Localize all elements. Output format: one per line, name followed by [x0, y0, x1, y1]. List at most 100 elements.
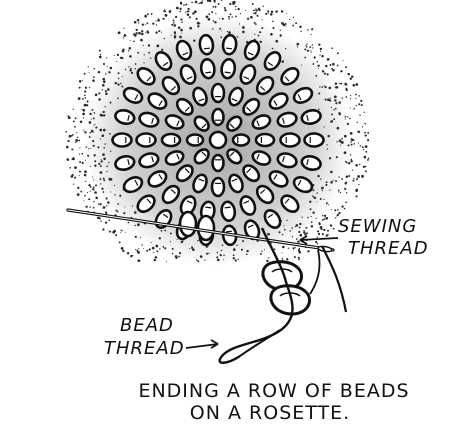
- stipple-dot: [268, 12, 269, 13]
- stipple-dot: [355, 83, 358, 86]
- stipple-dot: [94, 165, 96, 167]
- sewing-thread-label-line2: THREAD: [348, 238, 429, 259]
- stipple-dot: [147, 13, 149, 15]
- stipple-dot: [148, 52, 150, 54]
- stipple-dot: [246, 253, 248, 255]
- stipple-dot: [204, 260, 205, 261]
- stipple-dot: [310, 208, 312, 210]
- stipple-dot: [261, 19, 262, 20]
- stipple-dot: [326, 181, 328, 183]
- stipple-dot: [322, 190, 323, 191]
- stipple-dot: [245, 10, 246, 11]
- stipple-dot: [217, 259, 220, 262]
- stipple-dot: [178, 256, 180, 258]
- stipple-dot: [306, 46, 308, 48]
- stipple-dot: [296, 43, 299, 46]
- stipple-dot: [311, 225, 313, 227]
- stipple-dot: [202, 0, 203, 1]
- stipple-dot: [318, 233, 320, 235]
- stipple-dot: [321, 187, 324, 190]
- stipple-dot: [100, 220, 101, 221]
- stipple-dot: [353, 84, 356, 87]
- stipple-dot: [164, 230, 166, 232]
- stipple-dot: [253, 13, 254, 14]
- stipple-dot: [341, 141, 344, 144]
- stipple-dot: [119, 195, 121, 197]
- stipple-dot: [311, 221, 313, 223]
- stipple-dot: [102, 228, 104, 230]
- stipple-dot: [340, 70, 342, 72]
- stipple-dot: [217, 252, 219, 254]
- stipple-dot: [350, 78, 352, 80]
- stipple-dot: [312, 196, 314, 198]
- stipple-dot: [319, 86, 320, 87]
- stipple-dot: [80, 191, 82, 193]
- stipple-dot: [294, 247, 295, 248]
- stipple-dot: [211, 11, 213, 13]
- stipple-dot: [314, 197, 317, 200]
- stipple-dot: [108, 71, 110, 73]
- bead-thread-label-line1: BEAD: [120, 315, 174, 336]
- stipple-dot: [72, 174, 74, 176]
- stipple-dot: [134, 211, 137, 214]
- stipple-dot: [345, 119, 346, 120]
- stipple-dot: [132, 205, 133, 206]
- stipple-dot: [317, 230, 319, 232]
- stipple-dot: [318, 43, 320, 45]
- stipple-dot: [117, 54, 119, 56]
- stipple-dot: [98, 163, 100, 165]
- stipple-dot: [83, 109, 86, 112]
- stipple-dot: [152, 247, 155, 250]
- stipple-dot: [170, 241, 171, 242]
- stipple-dot: [354, 143, 356, 145]
- stipple-dot: [117, 203, 119, 205]
- stipple-dot: [94, 154, 96, 156]
- stipple-dot: [299, 26, 301, 28]
- rosette-bead: [113, 134, 132, 147]
- stipple-dot: [206, 253, 208, 255]
- stipple-dot: [84, 73, 86, 75]
- stipple-dot: [356, 105, 357, 106]
- stipple-dot: [320, 178, 321, 179]
- stipple-dot: [77, 137, 78, 138]
- stipple-dot: [74, 166, 77, 169]
- stipple-dot: [346, 192, 348, 194]
- stipple-dot: [339, 139, 341, 141]
- stipple-dot: [303, 231, 305, 233]
- stipple-dot: [90, 166, 91, 167]
- stipple-dot: [233, 257, 235, 259]
- stipple-dot: [132, 255, 133, 256]
- stipple-dot: [327, 230, 329, 232]
- stipple-dot: [79, 147, 80, 148]
- stipple-dot: [82, 162, 84, 164]
- stipple-dot: [143, 45, 144, 46]
- stipple-dot: [351, 159, 353, 161]
- rosette-bead: [199, 34, 214, 54]
- stipple-dot: [214, 21, 216, 23]
- stipple-dot: [329, 87, 332, 90]
- stipple-dot: [320, 50, 321, 51]
- stipple-dot: [352, 169, 353, 170]
- stipple-dot: [339, 113, 341, 115]
- stipple-dot: [93, 125, 94, 126]
- stipple-dot: [252, 3, 254, 5]
- stipple-dot: [220, 254, 222, 256]
- stipple-dot: [103, 147, 105, 149]
- stipple-dot: [333, 118, 335, 120]
- stipple-dot: [166, 261, 167, 262]
- stipple-dot: [295, 22, 297, 24]
- stipple-dot: [212, 28, 213, 29]
- stipple-dot: [103, 129, 106, 132]
- stipple-dot: [66, 146, 69, 149]
- stipple-dot: [161, 49, 163, 51]
- row-bead: [180, 212, 196, 236]
- stipple-dot: [138, 32, 141, 35]
- stipple-dot: [118, 78, 119, 79]
- stipple-dot: [307, 217, 309, 219]
- stipple-dot: [75, 117, 77, 119]
- stipple-dot: [333, 228, 335, 230]
- stipple-dot: [233, 254, 235, 256]
- stipple-dot: [267, 10, 269, 12]
- stipple-dot: [128, 66, 129, 67]
